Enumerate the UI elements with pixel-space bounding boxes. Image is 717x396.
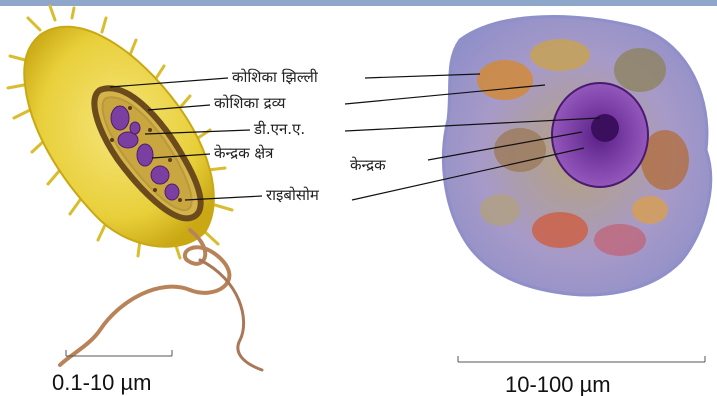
- prokaryote-scale-bar: [66, 350, 172, 356]
- eukaryote-scale-label: 10-100 µm: [505, 372, 611, 396]
- label-dna: डी.एन.ए.: [253, 120, 305, 138]
- label-cell-membrane: कोशिका झिल्ली: [232, 68, 319, 86]
- eukaryote-cell: [443, 17, 710, 295]
- label-nucleoid: केन्द्रक क्षेत्र: [214, 144, 274, 162]
- eukaryote-scale-bar: [458, 356, 705, 362]
- prokaryote-scale-label: 0.1-10 µm: [52, 370, 152, 395]
- prokaryote-cell: [8, 6, 262, 370]
- flagellum: [60, 230, 229, 365]
- label-nucleus: केन्द्रक: [350, 156, 386, 174]
- label-ribosome: राइबोसोम: [266, 186, 320, 204]
- label-cytoplasm: कोशिका द्रव्य: [214, 94, 287, 112]
